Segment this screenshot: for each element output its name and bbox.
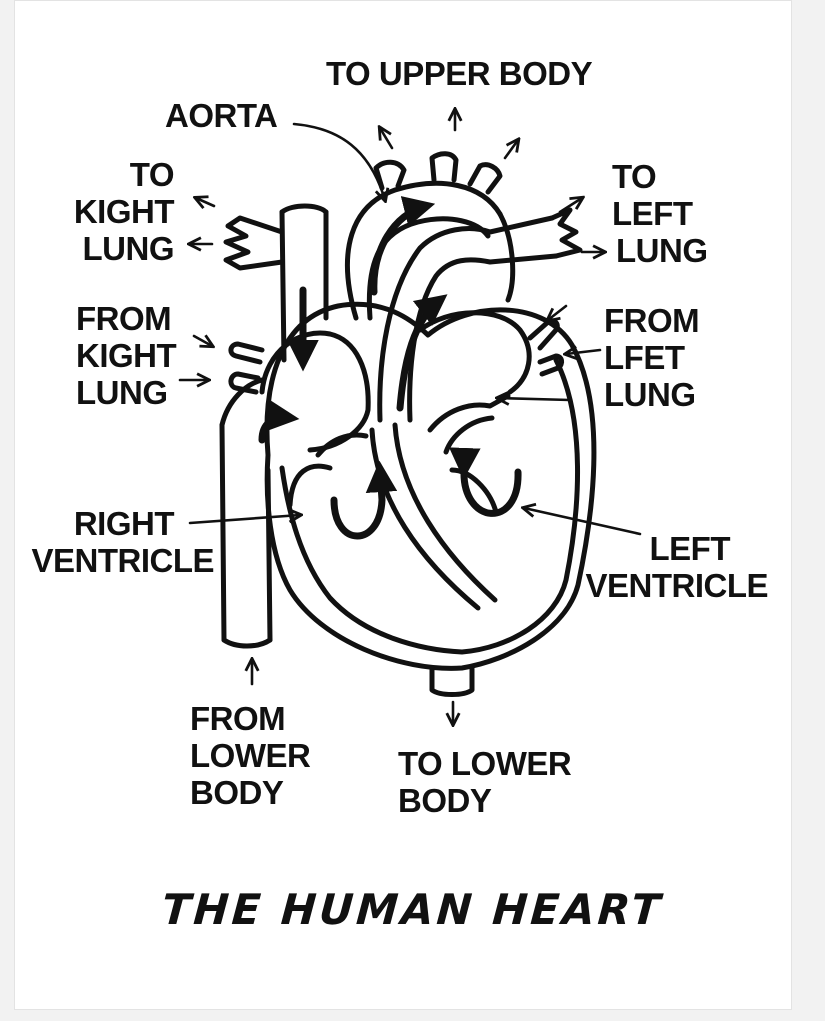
- to-left-lung-arrow-1: [558, 198, 582, 214]
- left-atrium-pointer: [498, 398, 572, 400]
- superior-vena-cava: [279, 209, 329, 363]
- diagram-title: THE HUMAN HEART: [160, 885, 665, 934]
- left-ventricle-pointer: [524, 508, 642, 536]
- from-left-lung-arrow-1: [548, 304, 568, 320]
- inferior-vena-cava: [219, 422, 273, 643]
- label-from-right-lung: FROM KIGHT LUNG: [76, 300, 177, 411]
- label-from-lower-body: FROM LOWER BODY: [190, 700, 311, 811]
- septum: [369, 422, 498, 611]
- descending-aorta: [429, 665, 475, 697]
- label-to-upper-body: TO UPPER BODY: [326, 55, 593, 92]
- upper-body-arrow-right: [503, 140, 518, 160]
- left-pulmonary-vein-lower: [537, 353, 565, 377]
- label-right-ventricle: RIGHT VENTRICLE: [31, 505, 214, 579]
- right-atrium: [259, 330, 371, 453]
- left-ventricle-flow-icon: [449, 447, 522, 517]
- to-right-lung-arrow-1: [196, 198, 216, 206]
- aorta-pointer: [292, 122, 385, 200]
- tricuspid-valve: [315, 432, 369, 458]
- right-ventricle-pointer: [188, 515, 300, 525]
- from-left-lung-arrow-2: [566, 350, 602, 354]
- right-pulmonary-vein-lower: [228, 371, 261, 395]
- label-aorta: AORTA: [165, 97, 278, 134]
- from-right-lung-arrow-1: [192, 336, 212, 346]
- heart-inner-wall: [279, 357, 580, 655]
- upper-body-arrow-left: [380, 128, 394, 150]
- aorta-branch-left: [373, 159, 407, 191]
- heart-outer-wall: [264, 301, 597, 671]
- aorta-branch-right: [467, 162, 503, 195]
- right-pulmonary-vein-upper: [228, 341, 265, 365]
- label-left-ventricle: LEFT VENTRICLE: [585, 530, 768, 604]
- label-to-lower-body: TO LOWER BODY: [398, 745, 572, 819]
- pulmonary-artery: [377, 215, 559, 423]
- atrium-flow-icon: [258, 399, 300, 444]
- mitral-valve: [427, 393, 511, 433]
- label-from-left-lung: FROM LFET LUNG: [604, 302, 700, 413]
- left-atrium: [417, 310, 532, 395]
- aorta-branch-mid: [429, 151, 459, 183]
- label-to-right-lung: TO KIGHT LUNG: [73, 156, 175, 267]
- right-pulmonary-artery: [223, 215, 285, 271]
- right-ventricle-flow-icon: [330, 460, 398, 540]
- aorta-flow-icon: [370, 196, 436, 296]
- label-to-left-lung: TO LEFT LUNG: [612, 158, 708, 269]
- pulmonary-flow-icon: [396, 294, 448, 412]
